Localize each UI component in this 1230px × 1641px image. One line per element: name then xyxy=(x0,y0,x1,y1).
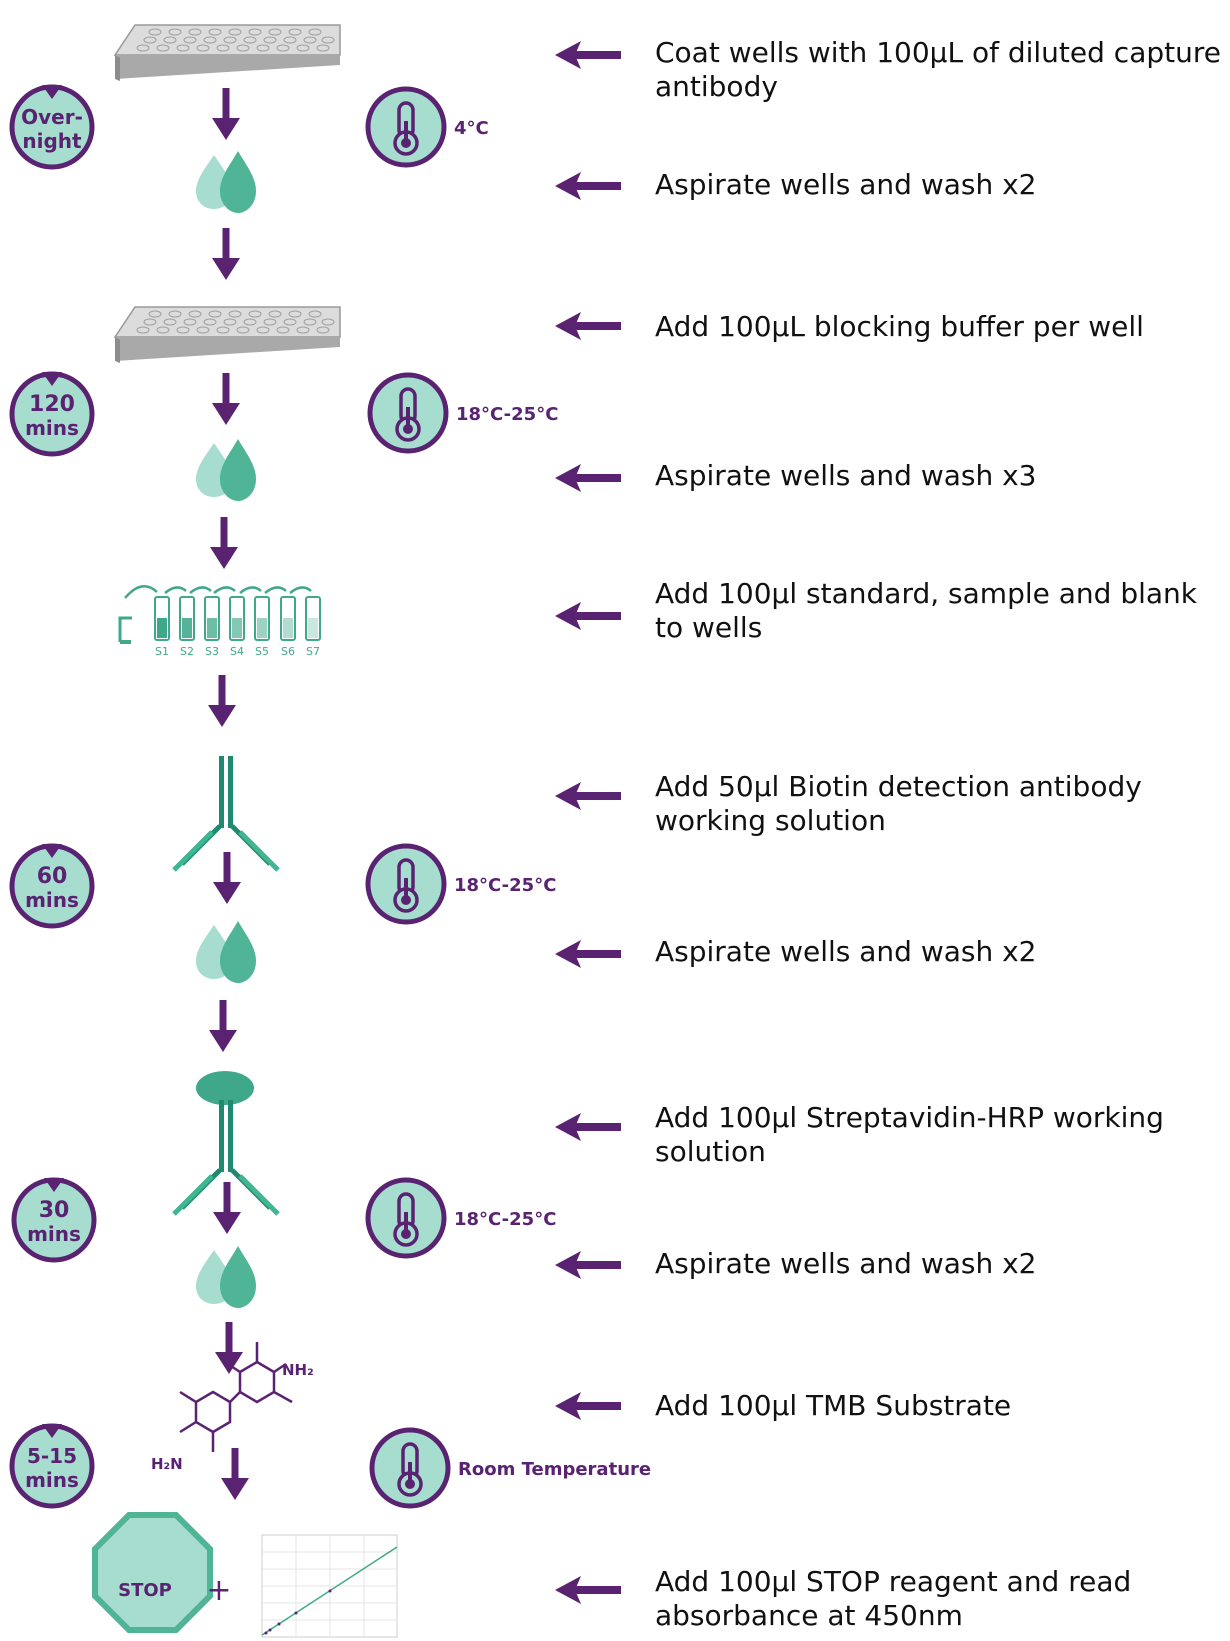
incubation-time-value: 5-15 xyxy=(27,1444,77,1468)
plus-sign: + xyxy=(206,1573,231,1608)
incubation-temperature: 18°C-25°C xyxy=(456,404,558,425)
incubation-time-value: 30 xyxy=(39,1198,70,1223)
step-text-hrp: Add 100μl Streptavidin-HRP working solut… xyxy=(655,1101,1164,1168)
serial-dilution-icon: S1 S2 S3 S4 S5 S6 S7 xyxy=(118,585,321,658)
step-text-stop: Add 100μl STOP reagent and read absorban… xyxy=(655,1565,1132,1632)
step-pointer-arrow xyxy=(555,172,621,200)
step-text-wash-4: Aspirate wells and wash x2 xyxy=(655,1247,1037,1280)
incubation-time-unit: mins xyxy=(27,1222,81,1246)
thermometer-icon xyxy=(372,1430,448,1506)
down-arrow xyxy=(212,88,240,140)
microplate-icon xyxy=(114,24,341,82)
incubation-time-unit: night xyxy=(22,129,82,153)
dilution-tube-label: S6 xyxy=(281,645,295,658)
step-pointer-arrow xyxy=(555,41,621,69)
step-pointer-arrow xyxy=(555,464,621,492)
down-arrow xyxy=(215,1322,243,1374)
incubation-time-value: 60 xyxy=(37,864,68,889)
dilution-tube: S1 xyxy=(154,596,170,658)
down-arrow xyxy=(212,228,240,280)
step-text-wash-2: Aspirate wells and wash x3 xyxy=(655,459,1037,492)
dilution-tube-label: S5 xyxy=(255,645,269,658)
dilution-tube: S5 xyxy=(254,596,270,658)
standard-curve-icon xyxy=(261,1534,398,1638)
step-text-block: Add 100μL blocking buffer per well xyxy=(655,310,1144,343)
down-arrow xyxy=(213,1182,241,1234)
microplate-icon xyxy=(114,306,341,364)
down-arrow xyxy=(212,373,240,425)
tmb-molecule-icon: NH₂ H₂N xyxy=(151,1342,314,1473)
incubation-time-unit: mins xyxy=(25,888,79,912)
incubation-time-value: Over- xyxy=(21,105,83,129)
step-pointer-arrow xyxy=(555,1113,621,1141)
step-pointer-arrow xyxy=(555,940,621,968)
thermometer-icon xyxy=(368,1180,444,1256)
dilution-tube-label: S3 xyxy=(205,645,219,658)
dilution-tube-label: S4 xyxy=(230,645,244,658)
incubation-temperature: 18°C-25°C xyxy=(454,875,556,896)
thermometer-icon xyxy=(368,89,444,165)
down-arrow xyxy=(221,1448,249,1500)
incubation-time-unit: mins xyxy=(25,416,79,440)
step-pointer-arrow xyxy=(555,782,621,810)
tmb-amine-top-label: NH₂ xyxy=(282,1361,314,1379)
step-text-coat: Coat wells with 100μL of diluted capture… xyxy=(655,36,1221,103)
step-pointer-arrow xyxy=(555,1251,621,1279)
step-pointer-arrow xyxy=(555,602,621,630)
thermometer-icon xyxy=(370,375,446,451)
step-pointer-arrow xyxy=(555,312,621,340)
dilution-tube: S4 xyxy=(229,596,245,658)
down-arrow xyxy=(210,517,238,569)
incubation-temperature: Room Temperature xyxy=(458,1459,651,1480)
dilution-tube-label: S7 xyxy=(306,645,320,658)
dilution-tube-label: S1 xyxy=(155,645,169,658)
stop-sign-icon: STOP xyxy=(92,1512,213,1633)
down-arrow xyxy=(208,675,236,727)
thermometer-icon xyxy=(368,846,444,922)
step-text-biotin: Add 50μl Biotin detection antibody worki… xyxy=(655,770,1142,837)
streptavidin-antibody-icon xyxy=(174,1071,278,1214)
down-arrow xyxy=(213,852,241,904)
step-text-tmb: Add 100μl TMB Substrate xyxy=(655,1389,1012,1422)
step-pointer-arrow xyxy=(555,1576,621,1604)
step-text-wash-3: Aspirate wells and wash x2 xyxy=(655,935,1037,968)
wash-drop-icon xyxy=(196,1246,256,1308)
wash-drop-icon xyxy=(196,151,256,213)
dilution-tube-label: S2 xyxy=(180,645,194,658)
stop-label: STOP xyxy=(118,1580,172,1601)
step-text-standard: Add 100μl standard, sample and blank to … xyxy=(655,577,1197,644)
incubation-time-value: 120 xyxy=(29,392,75,417)
incubation-temperature: 4°C xyxy=(454,118,489,139)
wash-drop-icon xyxy=(196,439,256,501)
incubation-timer-icon: Over-night xyxy=(12,85,92,167)
down-arrow xyxy=(209,1000,237,1052)
tmb-amine-bottom-label: H₂N xyxy=(151,1455,183,1473)
incubation-time-unit: mins xyxy=(25,1468,79,1492)
dilution-tube: S6 xyxy=(280,596,296,658)
dilution-tube: S7 xyxy=(305,596,321,658)
dilution-tube: S2 xyxy=(179,596,195,658)
step-pointer-arrow xyxy=(555,1392,621,1420)
wash-drop-icon xyxy=(196,921,256,983)
incubation-temperature: 18°C-25°C xyxy=(454,1209,556,1230)
dilution-tube: S3 xyxy=(204,596,220,658)
step-text-wash-1: Aspirate wells and wash x2 xyxy=(655,168,1037,201)
